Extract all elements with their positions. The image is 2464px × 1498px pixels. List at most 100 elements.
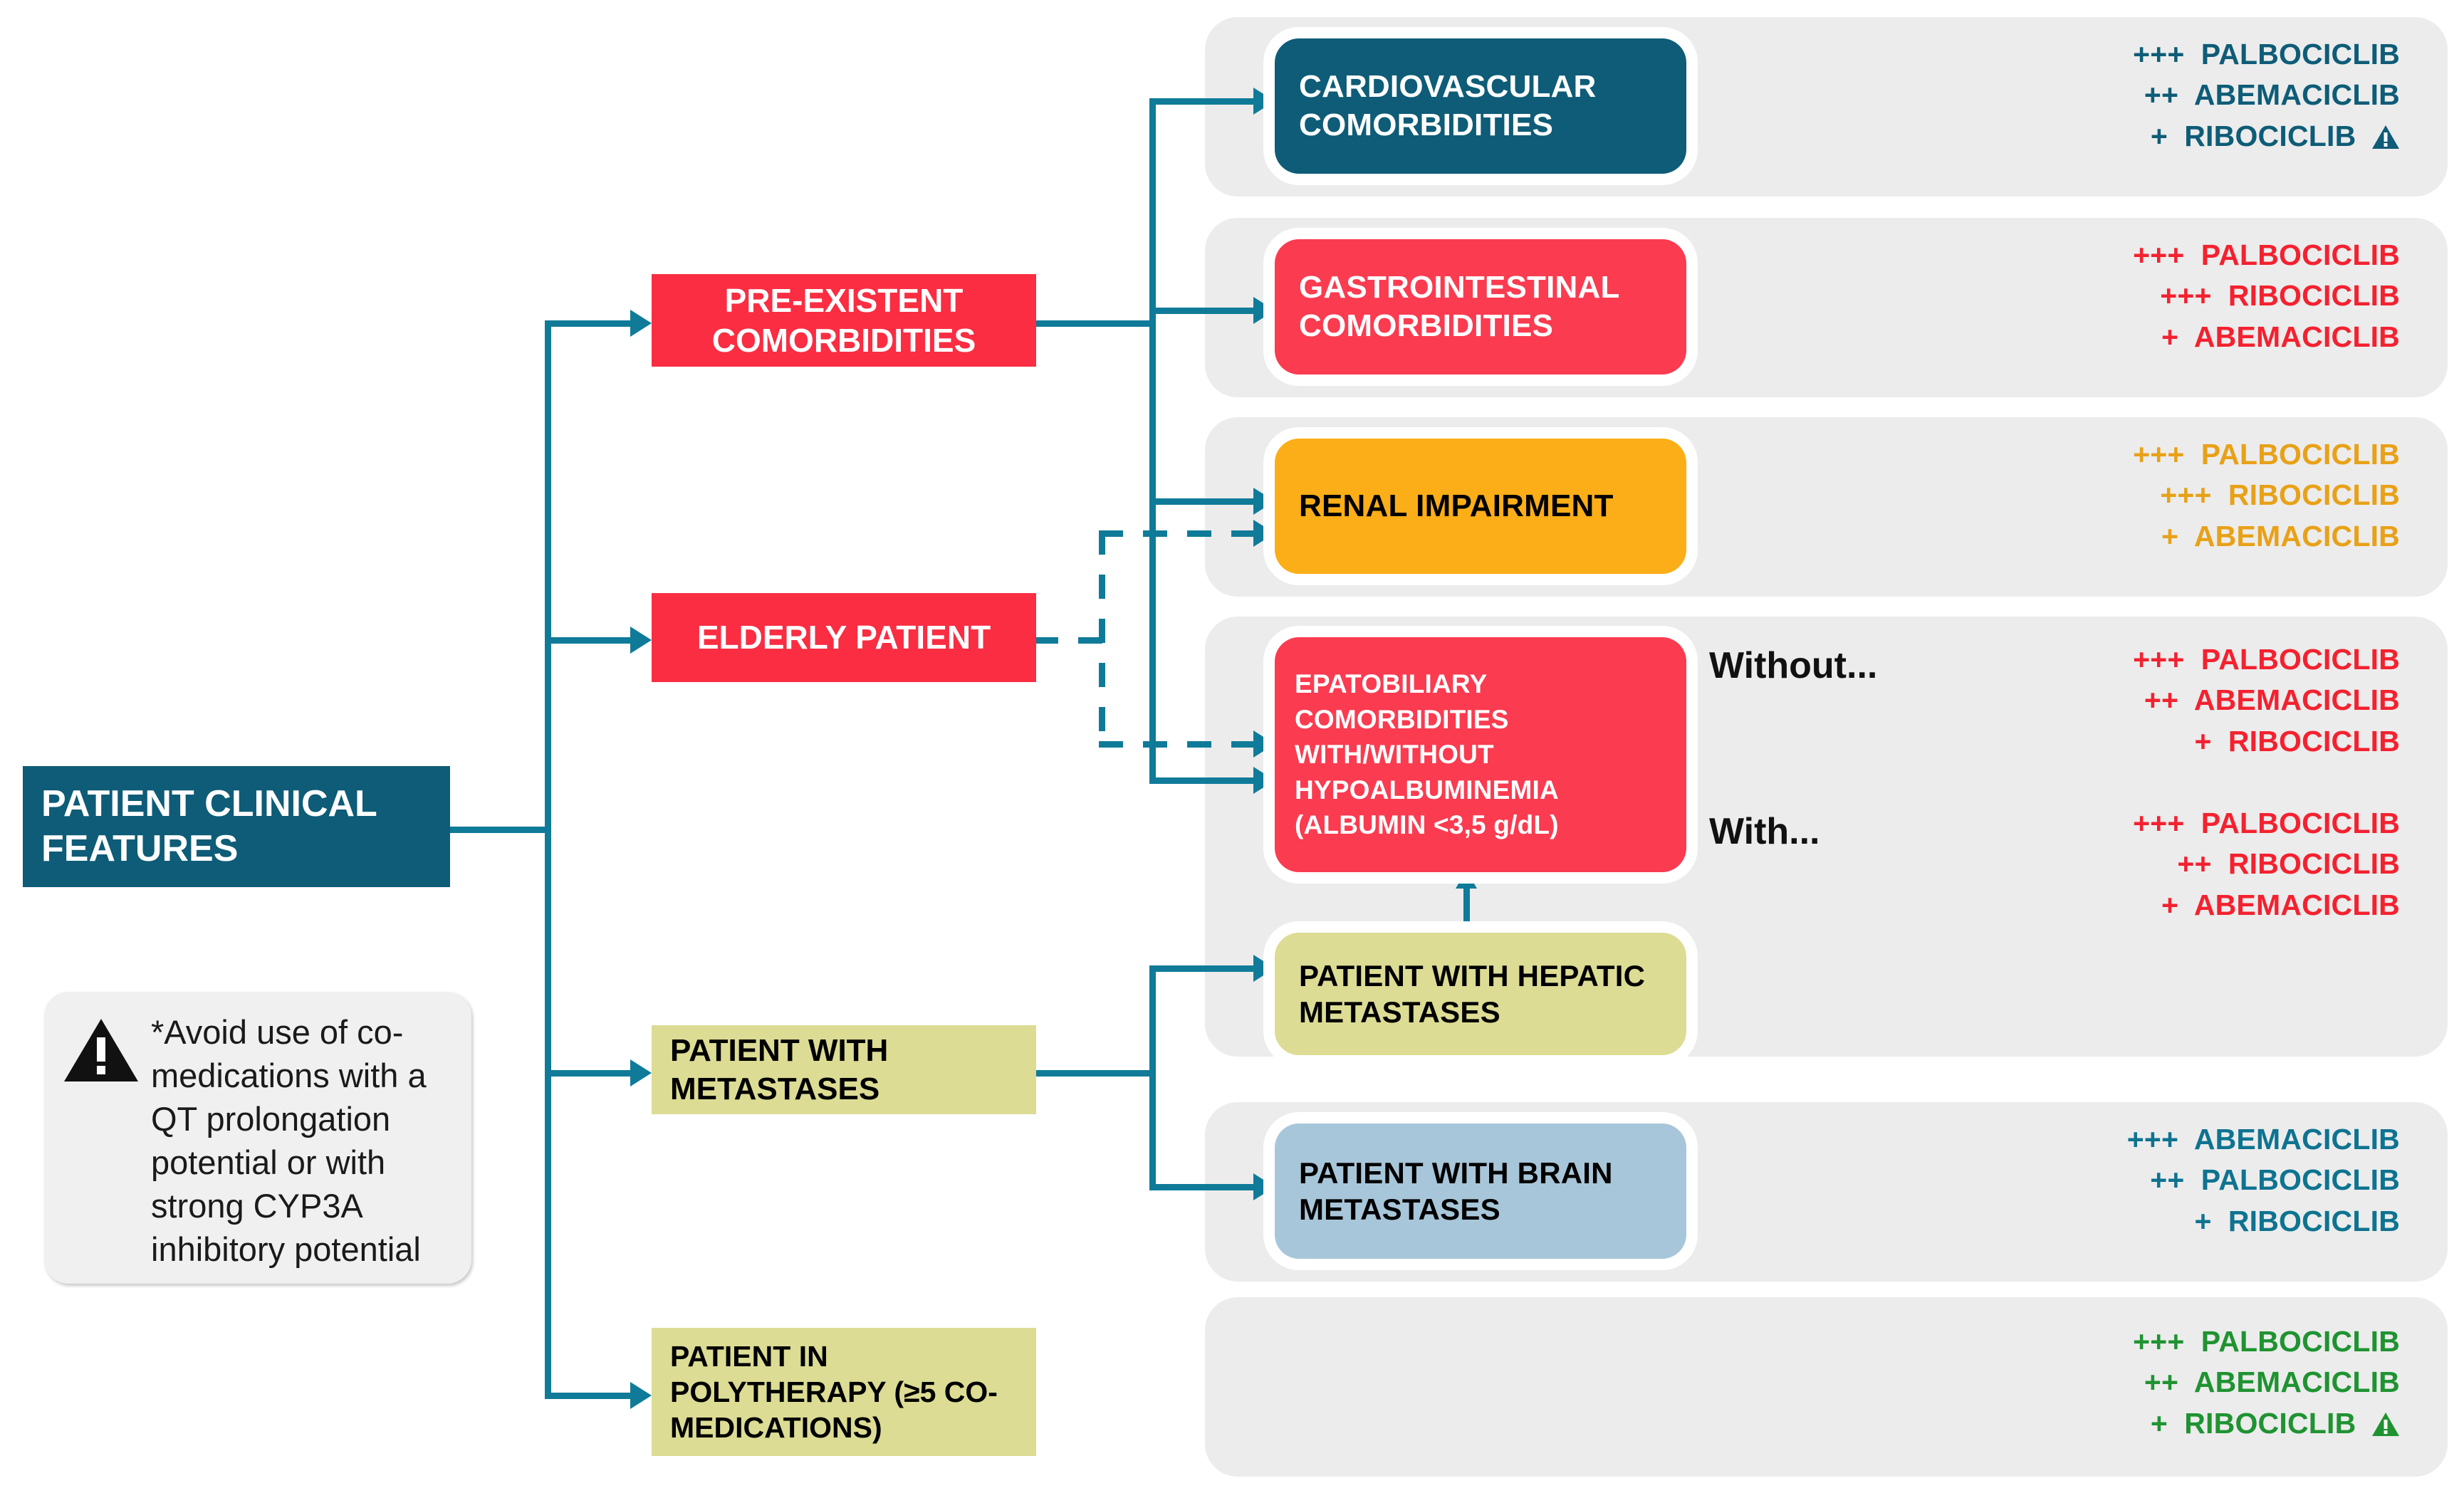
recommendation-score: ++ — [2144, 683, 2187, 717]
recommendation-score: +++ — [2160, 478, 2220, 512]
recommendation-line: +++ PALBOCICLIB — [1823, 235, 2400, 276]
node-hepatobiliary-comorbidities[interactable]: EPATOBILIARY COMORBIDITIES WITH/WITHOUT … — [1275, 637, 1686, 872]
arrowhead-renal-solid — [1253, 488, 1275, 515]
recommendation-line: ++ ABEMACICLIB — [1823, 75, 2400, 115]
recommendations-gastrointestinal: +++ PALBOCICLIB +++ RIBOCICLIB + ABEMACI… — [1823, 235, 2400, 357]
recommendation-line: +++ RIBOCICLIB — [1823, 276, 2400, 316]
recommendation-line: +++ RIBOCICLIB — [1823, 475, 2400, 515]
connector-trunk-to-pre-existent — [545, 320, 630, 327]
recommendation-drug: RIBOCICLIB — [2228, 724, 2400, 758]
footnote-box: *Avoid use of co-medications with a QT p… — [44, 992, 471, 1284]
arrowhead-polytherapy — [630, 1382, 652, 1409]
arrowhead-hepatic-up — [1456, 870, 1477, 889]
connector-dashed-to-hepatobiliary — [1099, 741, 1257, 748]
connector-to-brain-metastases — [1149, 1184, 1256, 1190]
recommendation-score: +++ — [2133, 643, 2193, 676]
recommendation-score: ++ — [2177, 847, 2220, 881]
node-patient-with-brain-metastases[interactable]: PATIENT WITH BRAIN METASTASES — [1275, 1124, 1686, 1259]
node-elderly-patient[interactable]: ELDERLY PATIENT — [652, 593, 1036, 682]
recommendation-line: +++ PALBOCICLIB — [1823, 803, 2400, 844]
recommendation-line: +++ PALBOCICLIB — [1823, 434, 2400, 475]
arrowhead-cardiovascular — [1253, 88, 1275, 115]
recommendation-line: + RIBOCICLIB — [1823, 116, 2400, 161]
connector-elderly-dashed-out — [1034, 637, 1112, 644]
recommendations-brain-metastases: +++ ABEMACICLIB ++ PALBOCICLIB + RIBOCIC… — [1823, 1119, 2400, 1242]
warning-triangle-icon — [63, 1016, 140, 1265]
condition-label: EPATOBILIARY COMORBIDITIES WITH/WITHOUT … — [1295, 669, 1559, 840]
recommendation-drug: RIBOCICLIB — [2228, 478, 2400, 512]
node-patient-with-metastases[interactable]: PATIENT WITH METASTASES — [652, 1025, 1036, 1114]
arrowhead-brain-metastases — [1253, 1173, 1275, 1200]
recommendation-score: + — [2150, 1406, 2176, 1440]
node-patient-with-hepatic-metastases[interactable]: PATIENT WITH HEPATIC METASTASES — [1275, 933, 1686, 1055]
connector-preexistent-down — [1149, 308, 1156, 783]
recommendation-score: +++ — [2160, 279, 2220, 313]
recommendation-score: +++ — [2133, 438, 2193, 471]
recommendation-line: +++ ABEMACICLIB — [1823, 1119, 2400, 1160]
recommendation-drug: ABEMACICLIB — [2193, 320, 2400, 353]
connector-to-renal-solid — [1149, 498, 1256, 505]
recommendation-drug: RIBOCICLIB — [2184, 119, 2356, 152]
connector-trunk-to-elderly — [545, 637, 630, 644]
recommendation-score: + — [2161, 320, 2187, 353]
recommendation-line: +++ PALBOCICLIB — [1823, 639, 2400, 680]
warning-triangle-icon — [2371, 1408, 2400, 1448]
recommendation-score: +++ — [2133, 1325, 2193, 1358]
node-renal-impairment[interactable]: RENAL IMPAIRMENT — [1275, 439, 1686, 574]
node-patient-in-polytherapy[interactable]: PATIENT IN POLYTHERAPY (≥5 CO-MEDICATION… — [652, 1328, 1036, 1456]
recommendation-score: +++ — [2133, 807, 2193, 839]
node-gastrointestinal-comorbidities[interactable]: GASTROINTESTINAL COMORBIDITIES — [1275, 239, 1686, 374]
recommendation-score: ++ — [2144, 78, 2187, 112]
recommendation-score: ++ — [2144, 1366, 2187, 1399]
recommendation-score: +++ — [2126, 1123, 2187, 1156]
arrowhead-gastrointestinal — [1253, 297, 1275, 324]
arrowhead-hepatobiliary-dashed — [1253, 730, 1275, 758]
recommendation-line: + ABEMACICLIB — [1823, 885, 2400, 926]
connector-to-hepatic-metastases — [1149, 965, 1256, 972]
node-patient-clinical-features[interactable]: PATIENT CLINICAL FEATURES — [23, 766, 450, 887]
recommendation-drug: PALBOCICLIB — [2201, 1325, 2400, 1358]
condition-label: GASTROINTESTINAL COMORBIDITIES — [1299, 270, 1619, 343]
recommendations-renal: +++ PALBOCICLIB +++ RIBOCICLIB + ABEMACI… — [1823, 434, 2400, 557]
recommendations-cardiovascular: +++ PALBOCICLIB ++ ABEMACICLIB + RIBOCIC… — [1823, 34, 2400, 161]
arrowhead-elderly — [630, 627, 652, 654]
branch-label: PRE-EXISTENT COMORBIDITIES — [711, 281, 976, 359]
condition-label: PATIENT WITH HEPATIC METASTASES — [1299, 958, 1646, 1029]
recommendation-line: +++ PALBOCICLIB — [1823, 34, 2400, 75]
warning-triangle-icon — [2371, 120, 2400, 161]
recommendation-drug: PALBOCICLIB — [2201, 239, 2400, 271]
recommendation-drug: PALBOCICLIB — [2201, 38, 2400, 70]
recommendation-score: +++ — [2133, 38, 2193, 70]
recommendation-drug: RIBOCICLIB — [2228, 279, 2400, 313]
connector-preexistent-out — [1034, 320, 1149, 327]
label-without: Without... — [1709, 645, 1878, 686]
connector-to-hepatobiliary-solid — [1149, 777, 1256, 784]
recommendation-line: + RIBOCICLIB — [1823, 1403, 2400, 1448]
recommendation-drug: ABEMACICLIB — [2193, 519, 2400, 552]
recommendation-drug: ABEMACICLIB — [2193, 1366, 2400, 1399]
condition-label: PATIENT WITH BRAIN METASTASES — [1299, 1156, 1613, 1226]
panel-polytherapy — [1205, 1297, 2448, 1477]
condition-label: CARDIOVASCULAR COMORBIDITIES — [1299, 69, 1597, 142]
recommendation-line: ++ ABEMACICLIB — [1823, 680, 2400, 721]
recommendations-hepatobiliary-without: +++ PALBOCICLIB ++ ABEMACICLIB + RIBOCIC… — [1823, 639, 2400, 762]
connector-main-trunk — [545, 320, 551, 1395]
branch-label: PATIENT IN POLYTHERAPY (≥5 CO-MEDICATION… — [670, 1339, 998, 1444]
recommendation-score: + — [2161, 888, 2187, 921]
branch-label: ELDERLY PATIENT — [696, 619, 991, 656]
connector-root-to-trunk — [450, 827, 550, 833]
connector-hepatic-to-hepatobiliary — [1463, 886, 1470, 940]
connector-dashed-to-renal — [1099, 530, 1257, 537]
connector-elderly-dashed-vertical — [1099, 530, 1105, 748]
recommendation-score: + — [2194, 724, 2220, 758]
recommendation-drug: ABEMACICLIB — [2193, 888, 2400, 921]
recommendation-line: + RIBOCICLIB — [1823, 1201, 2400, 1242]
recommendation-drug: PALBOCICLIB — [2201, 807, 2400, 839]
node-pre-existent-comorbidities[interactable]: PRE-EXISTENT COMORBIDITIES — [652, 274, 1036, 367]
recommendation-line: + RIBOCICLIB — [1823, 721, 2400, 762]
node-cardiovascular-comorbidities[interactable]: CARDIOVASCULAR COMORBIDITIES — [1275, 38, 1686, 174]
recommendation-drug: ABEMACICLIB — [2193, 683, 2400, 717]
recommendation-line: +++ PALBOCICLIB — [1823, 1321, 2400, 1362]
recommendation-line: + ABEMACICLIB — [1823, 317, 2400, 357]
recommendation-line: ++ ABEMACICLIB — [1823, 1362, 2400, 1403]
